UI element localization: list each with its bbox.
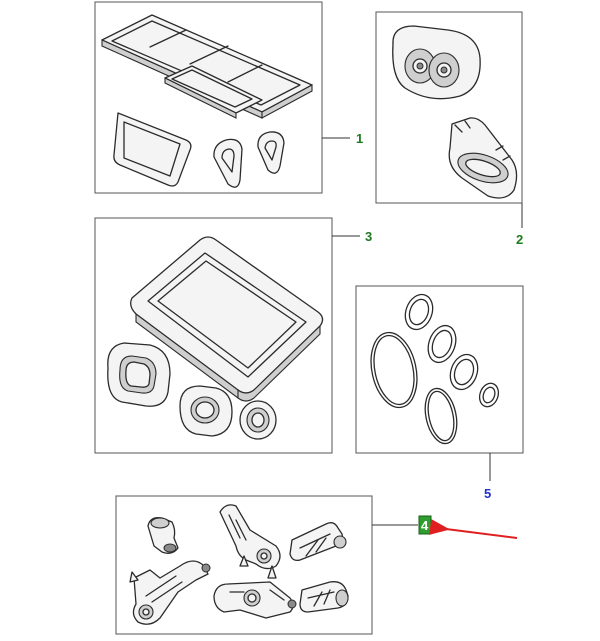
part-group-1[interactable]: 1 [94, 1, 363, 194]
part-group-2[interactable]: 2 [375, 11, 523, 247]
bracket-arm-2 [129, 560, 211, 625]
triangle-grommet-2 [257, 131, 285, 174]
duct-seal-small [164, 65, 263, 119]
bracket-clip-1 [289, 522, 347, 562]
oval-grommet [448, 117, 518, 199]
frame-gasket [130, 236, 324, 402]
bracket-arm-3 [213, 581, 297, 619]
red-arrow-icon [429, 519, 518, 539]
elbow-connector [147, 517, 179, 554]
part-group-5[interactable]: 5 [355, 285, 524, 501]
double-grommet [392, 25, 481, 100]
callout-5[interactable]: 5 [484, 486, 491, 501]
oval-seal [107, 342, 171, 407]
callout-3[interactable]: 3 [365, 229, 372, 244]
callout-1[interactable]: 1 [356, 131, 363, 146]
ring-grommet-large [179, 385, 233, 437]
callout-4[interactable]: 4 [421, 518, 429, 533]
bracket-clip-2 [299, 581, 349, 613]
triangle-grommet-1 [213, 138, 243, 188]
bracket-arm-1 [219, 504, 281, 579]
ring-grommet-small [239, 400, 277, 440]
part-group-3[interactable]: 3 [94, 217, 372, 454]
part-group-4[interactable]: 4 [115, 495, 432, 635]
o-ring-set [370, 293, 500, 445]
rect-gasket [113, 112, 192, 187]
callout-2[interactable]: 2 [516, 232, 523, 247]
part-box-5 [355, 285, 524, 454]
